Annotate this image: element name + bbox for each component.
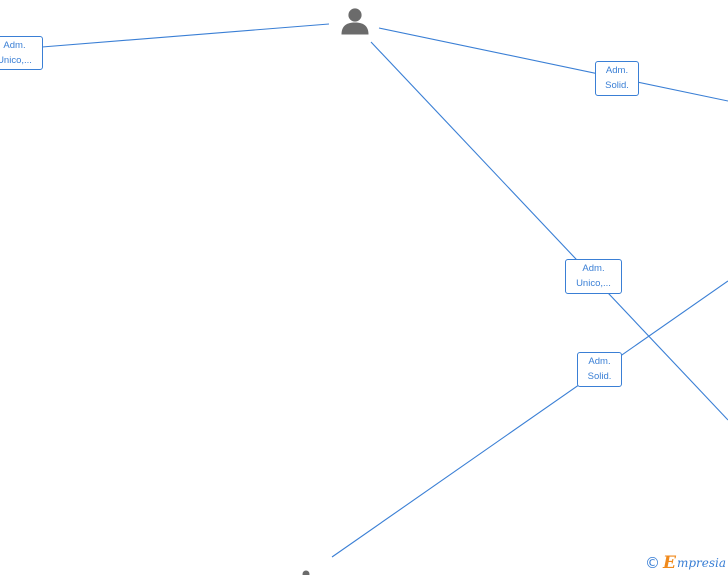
role-label-line2: Solid.	[605, 80, 629, 91]
role-label-line1: Adm.	[588, 356, 611, 367]
role-label-line2: Solid.	[587, 371, 612, 382]
role-badge[interactable]: Adm. Unico,...	[0, 36, 43, 70]
edge-bottom-person-to-right	[331, 280, 728, 558]
role-label-line1: Adm.	[605, 65, 629, 76]
edge-top-person-to-right	[378, 27, 728, 102]
brand-name: mpresia	[676, 556, 726, 570]
edge-top-person-to-left	[41, 23, 330, 48]
role-label-line1: Adm.	[582, 263, 605, 274]
role-badge[interactable]: Adm. Solid.	[577, 352, 622, 387]
role-label-line2: Unico,...	[0, 55, 32, 66]
role-label-line1: Adm.	[3, 40, 26, 51]
person-icon[interactable]	[298, 570, 314, 575]
brand-initial: E	[662, 553, 676, 573]
role-label-line2: Unico,...	[576, 278, 611, 289]
brand-watermark: © E mpresia	[644, 553, 726, 573]
copyright-icon: ©	[644, 554, 660, 572]
person-icon[interactable]	[340, 6, 370, 36]
edge-top-person-to-bottom-right	[370, 41, 728, 421]
role-badge[interactable]: Adm. Solid.	[595, 61, 639, 96]
role-badge[interactable]: Adm. Unico,...	[565, 259, 622, 294]
